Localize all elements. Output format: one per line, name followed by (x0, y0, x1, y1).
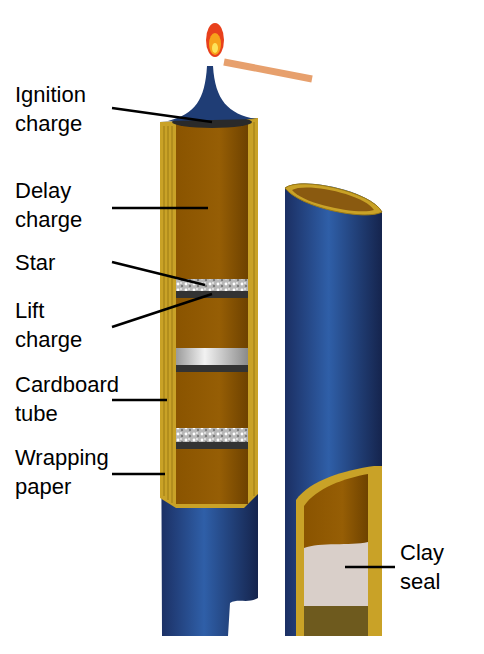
tube-opening (285, 184, 382, 215)
part-label: Star (15, 248, 115, 277)
tube-inside (292, 187, 374, 211)
part-label: Delay charge (15, 176, 115, 234)
part-label: Cardboard tube (15, 370, 127, 428)
part-label: Clay seal (400, 538, 480, 596)
delay-charge (176, 124, 248, 504)
flame (206, 23, 224, 57)
flame-core (212, 43, 218, 53)
leader-line (112, 207, 208, 210)
leader-line (112, 473, 165, 476)
tube-contents (304, 474, 368, 548)
tube-bottom (304, 606, 368, 636)
leader-line (112, 294, 212, 327)
match-stick (224, 62, 312, 79)
leader-line (112, 399, 167, 402)
cardboard-tube (296, 466, 382, 636)
part-label: Lift charge (15, 296, 115, 354)
part-label: Wrapping paper (15, 443, 127, 501)
wrapping-paper (160, 118, 258, 636)
lift-cylinder (176, 348, 248, 365)
leader-lines (112, 108, 395, 567)
clay-seal (304, 542, 368, 606)
flame-core (209, 33, 221, 55)
fuse (168, 66, 256, 121)
part-label: Ignition charge (15, 80, 115, 138)
leader-line (345, 566, 395, 569)
star (176, 428, 248, 442)
leader-line (112, 262, 205, 285)
cardboard-layers (164, 122, 254, 503)
leader-line (112, 108, 212, 122)
separator (176, 365, 248, 372)
separator (176, 442, 248, 449)
cardboard-tube (160, 118, 258, 508)
